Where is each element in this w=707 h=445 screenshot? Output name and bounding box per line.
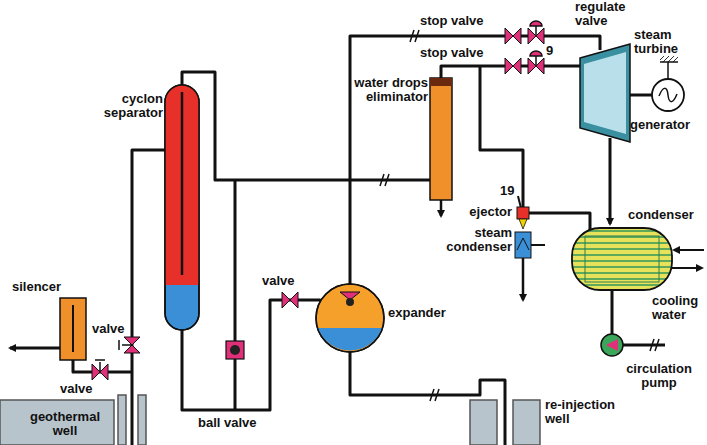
callout-number: 19: [500, 184, 518, 198]
component-label: expander: [388, 306, 458, 320]
component-label: geothermal well: [18, 410, 112, 437]
component-label: valve: [262, 274, 302, 288]
component-label: stop valve: [420, 46, 500, 60]
component-label: regulate valve: [575, 0, 645, 27]
component-label: cooling water: [652, 294, 704, 321]
component-label: valve: [60, 382, 100, 396]
component-label: stop valve: [420, 14, 510, 28]
component-label: generator: [630, 118, 700, 132]
component-label: cyclon separator: [92, 92, 163, 119]
component-label: circulation pump: [615, 362, 703, 389]
component-label: condenser: [628, 208, 700, 222]
component-label: re-injection well: [545, 398, 635, 425]
component-label: water drops eliminator: [352, 76, 428, 103]
component-label: ball valve: [198, 416, 268, 430]
callout-number: 9: [546, 44, 558, 58]
component-label: steam turbine: [634, 28, 700, 55]
component-label: silencer: [12, 280, 72, 294]
component-label: steam condenser: [444, 226, 512, 253]
component-label: valve: [92, 322, 129, 336]
component-label: ejector: [444, 205, 512, 219]
